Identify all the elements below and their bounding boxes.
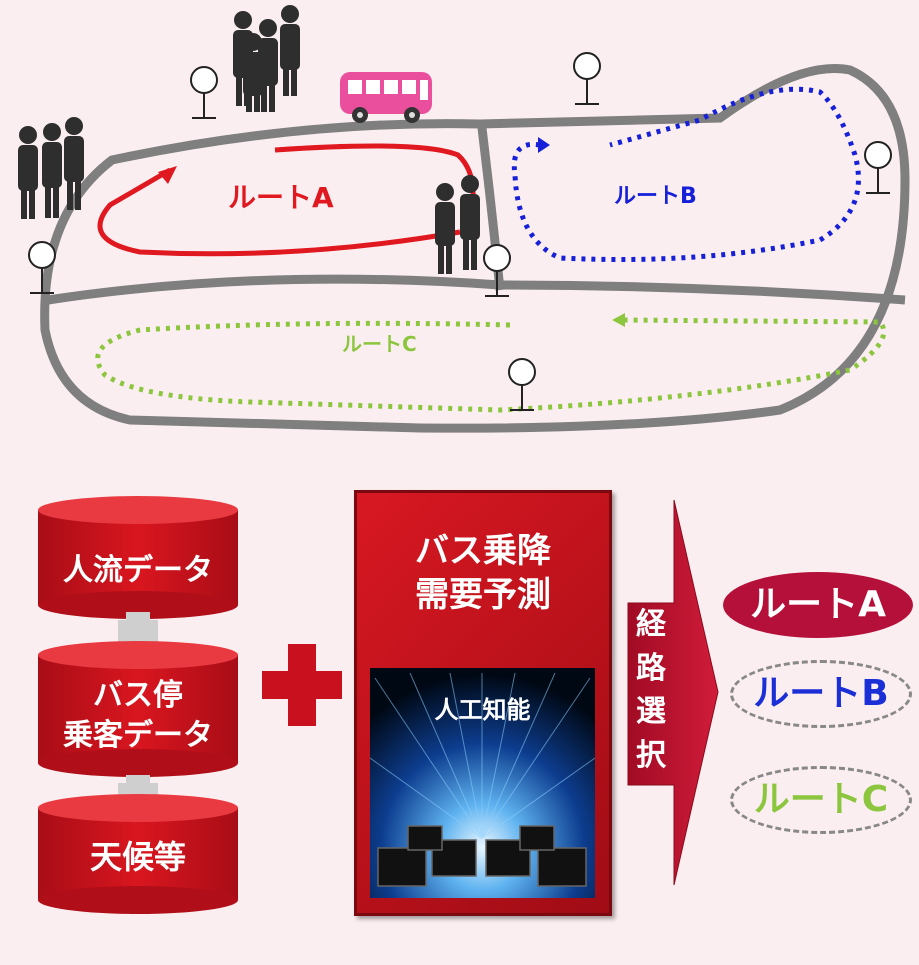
route-a-map-label: ルートA bbox=[228, 181, 334, 214]
people-group-icon bbox=[435, 175, 480, 274]
route-selection-char: 経 bbox=[636, 607, 666, 642]
input-data-stack bbox=[38, 496, 238, 914]
plus-icon bbox=[262, 644, 342, 726]
result-route-b: ルートB bbox=[730, 660, 912, 728]
route-selection-char: 選 bbox=[636, 694, 666, 729]
input-label-passenger-data: 乗客データ bbox=[63, 718, 213, 753]
data-cylinder bbox=[38, 496, 238, 619]
route-b-line bbox=[511, 86, 861, 263]
route-selection-char: 択 bbox=[636, 737, 666, 773]
bus-icon bbox=[340, 72, 432, 123]
result-route-a-selected: ルートA bbox=[723, 572, 913, 638]
bus-stop-icon bbox=[573, 52, 601, 105]
input-label-people-flow: 人流データ bbox=[63, 553, 213, 588]
route-b-arrowhead bbox=[538, 137, 550, 153]
ai-label: 人工知能 bbox=[434, 696, 531, 724]
bus-stop-icon bbox=[508, 358, 536, 411]
bus-stop-icon bbox=[190, 66, 218, 119]
bus-stop-icon bbox=[864, 141, 892, 194]
route-c-line bbox=[95, 317, 887, 413]
monitor-icon bbox=[377, 825, 587, 887]
bus-stop-icon bbox=[28, 241, 56, 294]
route-a-arrowhead bbox=[158, 166, 177, 184]
route-selection-arrow bbox=[627, 499, 719, 886]
route-c-arrowhead bbox=[612, 313, 625, 327]
route-c-map-label: ルートC bbox=[342, 332, 417, 356]
input-label-bus-stop: バス停 bbox=[93, 678, 183, 713]
input-label-weather: 天候等 bbox=[89, 838, 186, 876]
route-b-map-label: ルートB bbox=[614, 184, 697, 209]
people-group-icon bbox=[233, 5, 300, 112]
result-route-c: ルートC bbox=[730, 766, 912, 834]
route-selection-char: 路 bbox=[636, 650, 666, 686]
road-outer bbox=[40, 64, 910, 433]
bus-stop-icon bbox=[483, 244, 511, 297]
data-cylinder bbox=[38, 794, 238, 914]
people-group-icon bbox=[18, 117, 84, 219]
prediction-title-line2: 需要予測 bbox=[415, 575, 551, 615]
ai-image bbox=[370, 668, 595, 898]
road-middle bbox=[47, 274, 906, 305]
prediction-title-line1: バス乗降 bbox=[415, 531, 551, 571]
data-cylinder bbox=[38, 641, 238, 777]
route-a-line bbox=[97, 167, 461, 257]
route-selection-label: 経 路 選 択 bbox=[628, 603, 674, 777]
route-map bbox=[18, 5, 910, 433]
